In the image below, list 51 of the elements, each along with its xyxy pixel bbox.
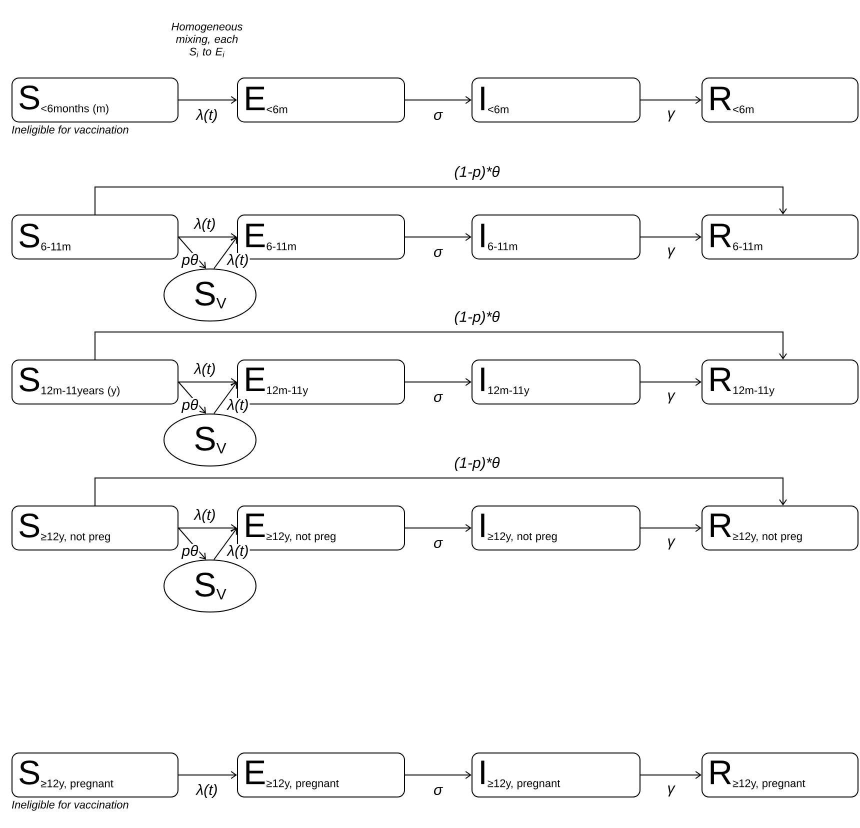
edge-label: γ [666,392,676,405]
note-text: Homogeneous mixing, each S$_{i}$ to E$_{i}$ [172,22,243,58]
arrow [404,378,472,386]
arrow [214,382,237,414]
arrow [214,528,237,560]
arrow [178,96,237,104]
edge-label: σ [432,110,444,122]
edge-label: pθ [180,544,200,560]
note-text: Ineligible for vaccination [12,800,128,811]
arrow [640,233,702,241]
note-text: Ineligible for vaccination [12,126,128,136]
edge-label: σ [432,786,444,796]
edge-label: λ(t) [195,108,219,124]
edge-label: σ [432,248,444,258]
edge-label: γ [666,246,676,260]
arrow [640,378,702,386]
edge-label: σ [432,538,444,550]
arrow [404,233,472,241]
edge-label: γ [666,784,676,798]
edge-label: (1-p)*θ [453,165,501,181]
arrow [178,528,206,560]
arrow [94,332,787,360]
arrow [640,96,702,104]
arrow [178,524,237,532]
edge-label: pθ [180,253,200,269]
edge-label: (1-p)*θ [453,456,501,472]
arrow [178,236,206,268]
edge-label: λ(t) [226,253,250,269]
edge-label: λ(t) [226,398,250,414]
edge-label: γ [666,110,676,123]
arrow [94,186,787,216]
arrow [404,524,472,532]
arrow [404,96,472,104]
edge-label: λ(t) [193,362,217,378]
arrow [178,378,237,386]
edge-label: γ [666,538,676,551]
arrow [214,237,237,269]
arrow [640,771,702,779]
edge-label: λ(t) [193,217,217,233]
arrow [178,382,206,414]
arrow [178,233,237,241]
edge-label: λ(t) [193,508,217,524]
arrow [404,771,472,779]
edge-label: (1-p)*θ [453,310,501,326]
arrow [640,524,702,532]
edge-label: σ [432,392,444,404]
arrow [94,478,787,506]
edge-label: λ(t) [226,544,250,560]
arrow [178,771,237,779]
edge-label: λ(t) [195,783,219,799]
edge-label: pθ [180,398,200,414]
